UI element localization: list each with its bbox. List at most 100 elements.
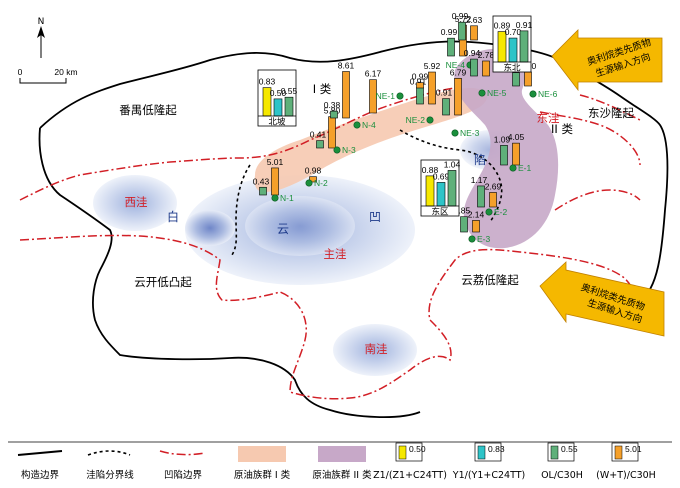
ol-value-label: 0.41: [310, 130, 327, 140]
oil-group-1-area: [254, 88, 488, 192]
sag-boundary-east: [399, 129, 503, 223]
wt-value-label: 2.78: [478, 50, 495, 60]
ol-bar: [477, 185, 485, 208]
composite-value-label: 1.04: [444, 159, 461, 169]
wt-bar: [524, 71, 532, 87]
region-nanwa: 南洼: [365, 342, 388, 356]
well-marker: [451, 129, 459, 137]
well-label: N-2: [314, 178, 328, 188]
north-label: N: [38, 17, 45, 27]
ol-bar: [442, 98, 450, 116]
wt-bar: [512, 142, 520, 166]
ol-value-label: 0.91: [436, 88, 453, 98]
group1-label: I 类: [313, 82, 332, 96]
well-label: N-3: [342, 145, 356, 155]
legend-ol-bar: [550, 445, 559, 460]
wt-value-label: 6.17: [365, 69, 382, 79]
wt-bar: [428, 71, 436, 105]
wt-bar: [271, 167, 279, 196]
legend-structure-label: 构造边界: [21, 469, 60, 481]
well-label: NE-3: [460, 128, 480, 138]
well-label: NE-5: [487, 88, 507, 98]
region-dongwa: 东洼: [537, 111, 560, 125]
wt-value-label: 0.99: [412, 72, 429, 82]
legend-depression-line: [159, 450, 206, 456]
depression-char-xian: 陷: [474, 152, 486, 167]
ol-bar: [416, 87, 424, 105]
depression-boundary-east: [554, 94, 641, 211]
nanwa-depocenter: [333, 324, 417, 376]
well-label: E-1: [518, 163, 532, 173]
well-marker: [468, 235, 476, 243]
wt-bar: [472, 220, 480, 233]
well-label: E-3: [477, 234, 491, 244]
wt-bar: [416, 82, 424, 89]
legend-y1-bar: [477, 445, 486, 460]
composite-bar: [447, 170, 457, 207]
ol-bar: [500, 145, 508, 166]
group2-label: II 类: [551, 122, 573, 136]
composite-value-label: 0.91: [516, 20, 533, 30]
ol-bar: [447, 37, 455, 57]
legend-group1-swatch: [238, 446, 286, 462]
region-dongsha: 东沙隆起: [588, 106, 634, 120]
ol-value-label: 0.99: [441, 27, 458, 37]
composite-name: 北坡: [268, 117, 286, 128]
ol-bar: [330, 110, 338, 119]
legend-y1-sample: 0.83: [488, 444, 505, 454]
well-marker: [333, 146, 341, 154]
composite-value-label: 0.89: [494, 21, 511, 31]
region-yunli: 云荔低隆起: [461, 273, 519, 287]
legend-z1-label: Z1/(Z1+C24TT): [373, 470, 447, 481]
wt-value-label: 5.80: [324, 106, 341, 116]
wt-value-label: 5.92: [424, 61, 441, 71]
well-marker: [396, 92, 404, 100]
legend-structure-line: [17, 450, 63, 456]
ol-bar: [259, 186, 267, 196]
wt-value-label: 0.98: [305, 166, 322, 176]
wt-bar: [489, 192, 497, 208]
composite-value-label: 0.69: [433, 171, 450, 181]
wt-bar: [454, 78, 462, 116]
wt-bar: [470, 25, 478, 41]
ol-bar: [470, 58, 478, 77]
composite-bar: [273, 98, 283, 117]
depression-boundary: [19, 87, 641, 201]
legend-wt-bar: [614, 445, 623, 460]
depression-boundary-south: [19, 234, 641, 400]
well-marker: [426, 116, 434, 124]
legend-sag-label: 洼陷分界线: [86, 469, 134, 481]
composite-name: 东北: [503, 63, 521, 74]
wt-value-label: 6.79: [450, 67, 467, 77]
well-marker: [305, 179, 313, 187]
depression-char-yun: 云: [277, 222, 289, 236]
wt-value-label: 5.01: [267, 157, 284, 167]
well-marker: [478, 89, 486, 97]
wt-value-label: 2.63: [466, 15, 483, 25]
region-yunkai: 云开低凸起: [134, 275, 192, 289]
well-label: NE-2: [406, 115, 426, 125]
composite-value-label: 0.50: [270, 88, 287, 98]
well-marker: [509, 164, 517, 172]
ol-bar: [460, 216, 468, 233]
well-label: NE-6: [538, 89, 558, 99]
zhuwa-depocenter-b: [185, 210, 235, 246]
ol-value-label: 1.17: [471, 175, 488, 185]
region-zhuwa: 主洼: [324, 247, 347, 261]
legend-wt-label: (W+T)/C30H: [596, 470, 656, 481]
well-label: NE-1: [376, 91, 396, 101]
legend-group2-swatch: [318, 446, 366, 462]
well-marker: [485, 208, 493, 216]
depression-char-ao: 凹: [369, 210, 381, 224]
ol-value-label: 0.43: [253, 176, 270, 186]
wt-value-label: 2.69: [485, 181, 502, 191]
wt-value-label: 2.14: [468, 209, 485, 219]
well-label: N-1: [280, 193, 294, 203]
wt-bar: [309, 176, 317, 183]
legend-wt-sample: 5.01: [625, 444, 642, 454]
ol-value-label: 1.09: [494, 134, 511, 144]
wt-bar: [342, 71, 350, 119]
wt-value-label: 5.72: [455, 14, 472, 24]
composite-bar: [284, 96, 294, 117]
composite-value-label: 0.70: [505, 27, 522, 37]
